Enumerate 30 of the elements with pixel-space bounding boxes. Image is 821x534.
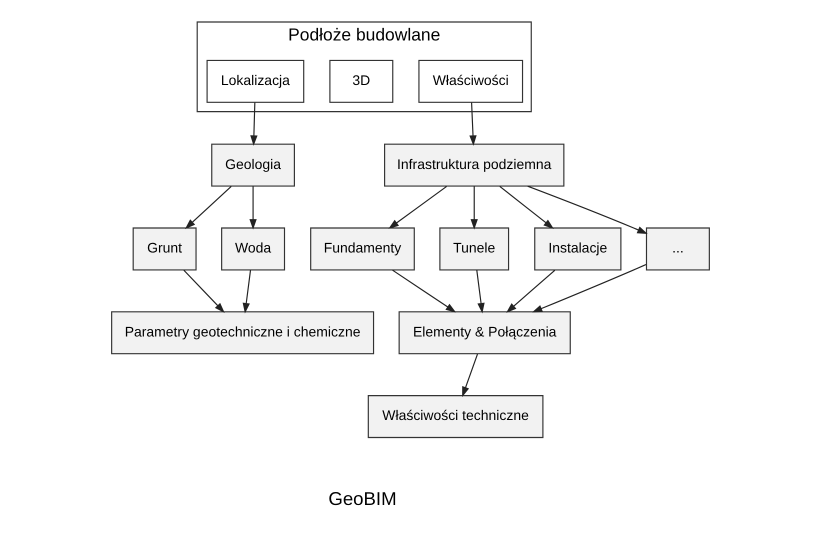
- node-box: 3D: [329, 60, 394, 103]
- arrow: [250, 102, 258, 146]
- arrow: [184, 186, 232, 230]
- arrow: [499, 186, 554, 229]
- node-box: ...: [646, 227, 710, 270]
- arrow: [476, 270, 485, 314]
- node-box: Lokalizacja: [206, 60, 304, 103]
- arrow: [469, 102, 477, 146]
- node-box: Właściwości techniczne: [368, 395, 544, 438]
- arrow: [532, 264, 646, 312]
- arrow: [249, 186, 257, 230]
- node-box: Elementy & Połączenia: [398, 311, 571, 354]
- node-box: Geologia: [211, 144, 295, 187]
- label: GeoBIM: [328, 488, 397, 509]
- node-box: Woda: [221, 227, 286, 270]
- node-box: Infrastruktura podziemna: [384, 144, 564, 187]
- arrow: [242, 270, 252, 314]
- arrow: [506, 270, 556, 313]
- arrow: [388, 186, 447, 229]
- node-box: Tunele: [439, 227, 510, 270]
- node-box: Właściwości: [418, 60, 524, 103]
- node-box: Grunt: [132, 227, 197, 270]
- arrow: [462, 354, 478, 398]
- arrow: [392, 270, 456, 313]
- arrow: [470, 186, 478, 230]
- node-box: Parametry geotechniczne i chemiczne: [111, 311, 374, 354]
- arrow: [527, 186, 648, 234]
- arrow: [183, 270, 225, 313]
- node-box: Instalacje: [534, 227, 622, 270]
- node-box: Fundamenty: [310, 227, 415, 270]
